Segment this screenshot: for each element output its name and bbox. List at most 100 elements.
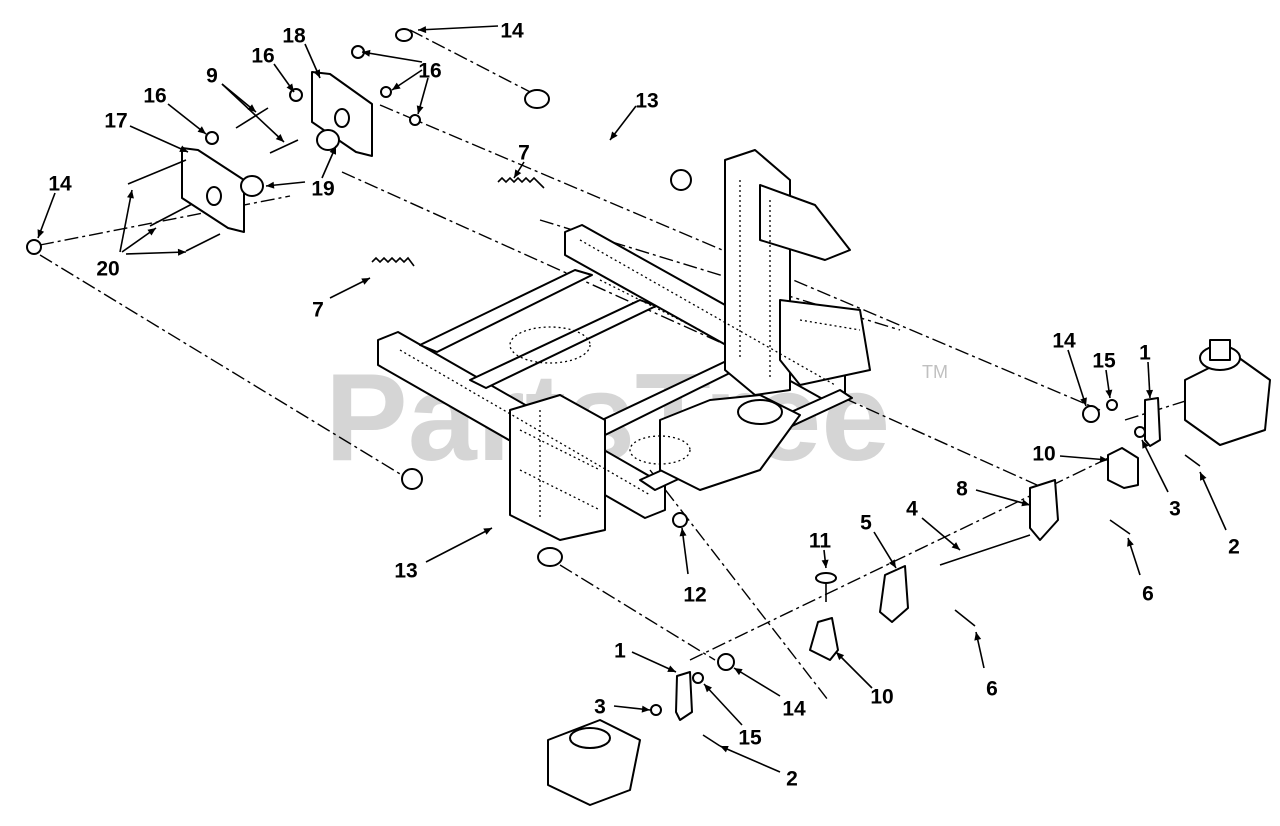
callout-label: 5 — [860, 512, 872, 535]
callout-7: 7 — [312, 277, 371, 322]
callout-label: 9 — [206, 65, 218, 88]
bushing-19b — [316, 129, 340, 151]
leader-arrowhead — [951, 542, 960, 550]
callout-label: 14 — [1052, 330, 1076, 353]
callout-label: 12 — [683, 584, 706, 607]
gearbox-right — [1184, 339, 1271, 446]
leader-arrowhead — [734, 668, 743, 676]
rod-13-upper — [524, 89, 692, 191]
leader-line — [361, 51, 423, 63]
callout-12: 12 — [679, 527, 707, 607]
callout-label: 18 — [282, 25, 306, 48]
callout-label: 17 — [104, 110, 127, 133]
leader-line — [129, 125, 189, 153]
callout-label: 1 — [614, 640, 626, 663]
leader-line — [167, 103, 207, 135]
leader-arrowhead — [610, 131, 618, 140]
leader-arrowhead — [483, 528, 492, 535]
callout-18: 18 — [282, 25, 321, 79]
leader-arrowhead — [514, 169, 522, 178]
callout-1: 1 — [1139, 342, 1154, 399]
leader-arrowhead — [127, 190, 134, 199]
leader-line — [1067, 349, 1087, 407]
callout-4: 4 — [906, 498, 961, 551]
callout-label: 4 — [906, 498, 918, 521]
chassis-frame — [377, 149, 871, 541]
callout-label: 10 — [870, 686, 893, 709]
callout-label: 1 — [1139, 342, 1151, 365]
callout-label: 6 — [1142, 583, 1154, 606]
callout-label: 19 — [311, 178, 334, 201]
callout-13: 13 — [609, 90, 659, 141]
callout-label: 13 — [635, 90, 658, 113]
callout-label: 8 — [956, 478, 968, 501]
leader-arrowhead — [37, 229, 45, 238]
bushing-19a — [240, 175, 264, 197]
callout-label: 3 — [1169, 498, 1181, 521]
callout-2: 2 — [719, 745, 798, 791]
leader-arrowhead — [888, 559, 896, 568]
leader-arrowhead — [147, 228, 156, 236]
leader-arrowhead — [1142, 440, 1149, 449]
leader-arrowhead — [1080, 397, 1087, 406]
leader-arrowhead — [821, 559, 829, 568]
leader-arrowhead — [392, 82, 401, 90]
leader-line — [975, 489, 1031, 506]
leader-arrowhead — [361, 278, 370, 285]
callout-label: 15 — [1092, 350, 1116, 373]
leader-arrowhead — [1099, 455, 1108, 463]
callout-1: 1 — [614, 640, 677, 673]
leader-arrowhead — [197, 126, 206, 134]
callout-label: 11 — [809, 530, 832, 553]
leader-arrowhead — [836, 652, 845, 661]
leader-arrowhead — [275, 133, 284, 142]
callout-5: 5 — [860, 512, 897, 569]
leader-line — [719, 745, 781, 773]
leader-line — [1199, 471, 1227, 531]
leader-arrowhead — [418, 26, 427, 34]
leader-arrowhead — [362, 49, 371, 57]
callout-2: 2 — [1199, 471, 1240, 559]
leader-line — [835, 651, 873, 689]
leader-line — [631, 651, 677, 673]
leader-arrowhead — [286, 83, 294, 92]
leader-line — [125, 251, 187, 255]
callout-10: 10 — [1032, 443, 1109, 466]
callout-label: 2 — [1228, 536, 1240, 559]
callout-14: 14 — [1052, 330, 1087, 407]
leader-arrowhead — [329, 146, 336, 155]
leader-arrowhead — [266, 181, 275, 189]
callout-label: 3 — [594, 696, 606, 719]
callout-6: 6 — [974, 631, 998, 701]
leader-arrowhead — [974, 632, 982, 641]
leader-line — [119, 189, 133, 253]
leader-arrowhead — [1200, 472, 1207, 481]
callout-label: 20 — [96, 258, 119, 281]
callout-label: 6 — [986, 678, 998, 701]
callout-11: 11 — [809, 530, 832, 569]
leader-arrowhead — [416, 105, 424, 114]
callout-13: 13 — [394, 527, 493, 583]
callout-19: 19 — [265, 145, 337, 201]
callout-14: 14 — [733, 667, 806, 721]
callout-label: 10 — [1032, 443, 1055, 466]
leader-arrowhead — [720, 745, 729, 753]
gearbox-left — [547, 719, 641, 806]
leader-arrowhead — [177, 248, 186, 256]
callout-label: 16 — [418, 60, 441, 83]
callout-15: 15 — [1092, 350, 1116, 399]
leader-line — [417, 25, 499, 31]
callout-3: 3 — [1141, 439, 1181, 521]
callout-label: 13 — [394, 560, 417, 583]
callout-label: 16 — [143, 85, 166, 108]
callout-9: 9 — [206, 65, 285, 143]
callout-14: 14 — [417, 20, 524, 43]
callout-10: 10 — [835, 651, 894, 709]
callout-label: 7 — [312, 299, 324, 322]
callout-3: 3 — [594, 696, 651, 719]
leader-line — [221, 83, 285, 143]
callout-15: 15 — [703, 683, 762, 750]
callout-label: 14 — [48, 173, 72, 196]
